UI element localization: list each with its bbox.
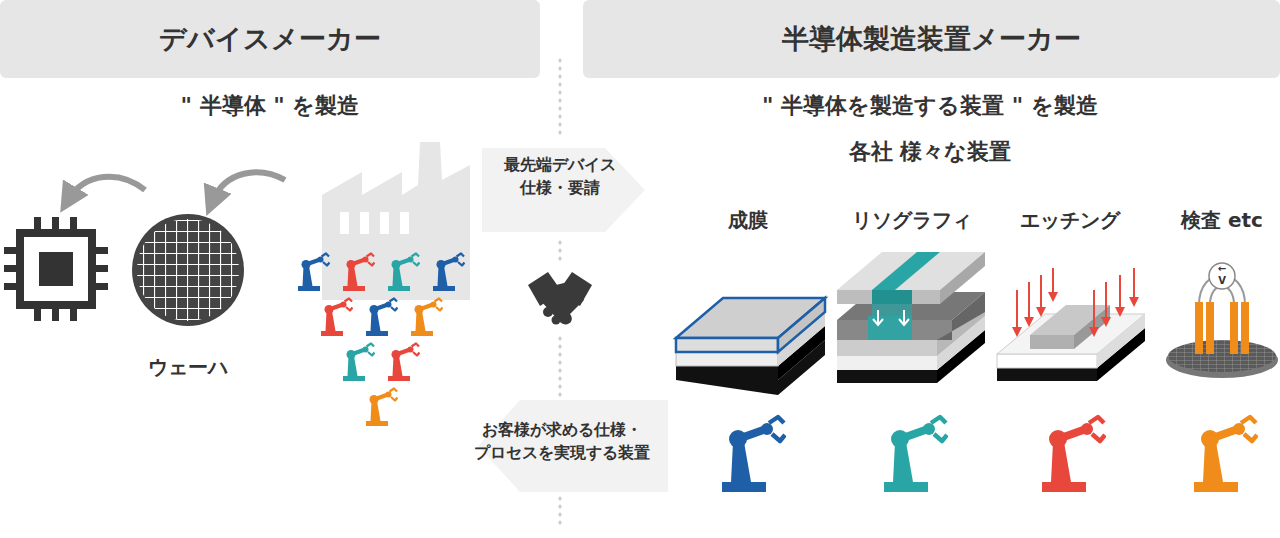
subtitle: " 半導体を製造する装置 " を製造 <box>762 90 1098 122</box>
process-name: 成膜 <box>728 206 768 235</box>
request-label: 最先端デバイス 仕様・要請 <box>490 153 630 199</box>
subtitle: " 半導体 " を製造 <box>181 90 360 122</box>
supply-label: お客様が求める仕様・ プロセスを実現する装置 <box>457 418 667 464</box>
meter-symbol: ← <box>1218 264 1226 274</box>
header-band: デバイスメーカー <box>0 0 540 78</box>
header-title: デバイスメーカー <box>159 21 381 57</box>
subtitle: 各社 様々な装置 <box>849 136 1012 168</box>
meter-symbol: V <box>1218 276 1226 286</box>
wafer-label: ウェーハ <box>148 353 228 382</box>
process-name: リソグラフィ <box>852 206 972 235</box>
process-name: エッチング <box>1020 206 1120 235</box>
process-name: 検査 etc <box>1181 206 1263 235</box>
header-band: 半導体製造装置メーカー <box>583 0 1280 78</box>
header-title: 半導体製造装置メーカー <box>782 21 1081 57</box>
